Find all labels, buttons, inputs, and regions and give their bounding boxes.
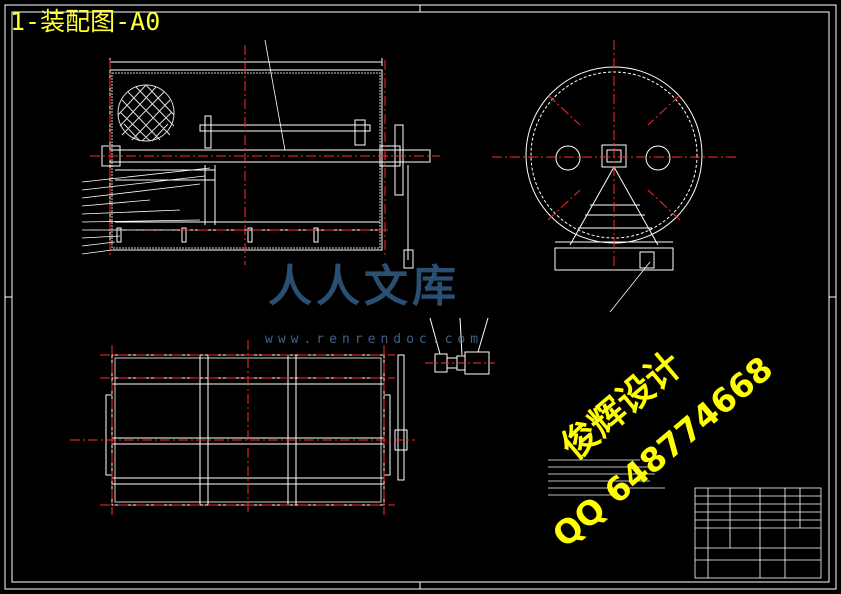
watermark-url: www.renrendoc.com (265, 332, 484, 347)
watermark-brand: 人人文库 (268, 261, 460, 312)
plan-view-centerlines (70, 340, 415, 515)
side-view-leader (609, 261, 651, 313)
front-view-centerlines (90, 45, 440, 265)
drawing-title: 1-装配图-A0 (10, 7, 161, 36)
frame-zone-ticks (5, 5, 836, 589)
side-view-centerlines (492, 40, 738, 270)
drive-assembly (429, 317, 490, 375)
vent-mesh (117, 84, 175, 142)
part-leaders-left (81, 39, 286, 255)
title-block (694, 487, 822, 579)
technical-notes (548, 459, 665, 496)
front-view (101, 58, 431, 269)
